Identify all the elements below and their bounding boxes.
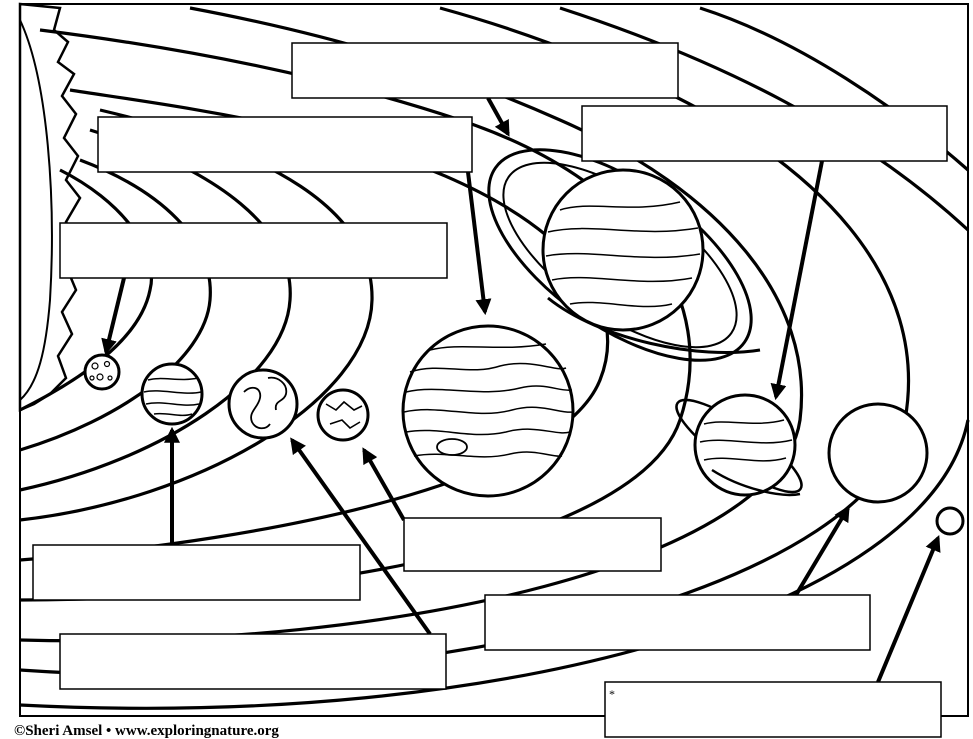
label-box-lower-left-1[interactable] [33, 545, 360, 600]
mercury [85, 355, 119, 389]
neptune [829, 404, 927, 502]
earth [229, 370, 297, 438]
label-box-lower-center[interactable] [404, 518, 661, 571]
mars [318, 390, 368, 440]
credit-text: ©Sheri Amsel • www.exploringnature.org [14, 723, 279, 739]
label-box-top-center[interactable] [292, 43, 678, 98]
pluto [937, 508, 963, 534]
label-box-upper-right[interactable] [582, 106, 947, 161]
venus [142, 364, 202, 424]
label-box-bottom-right[interactable] [605, 682, 941, 737]
label-box-lower-right[interactable] [485, 595, 870, 650]
label-box-lower-left-2[interactable] [60, 634, 446, 689]
jupiter [403, 326, 573, 496]
label-box-upper-left[interactable] [98, 117, 472, 172]
star-mark: * [609, 687, 615, 701]
label-box-mid-left[interactable] [60, 223, 447, 278]
